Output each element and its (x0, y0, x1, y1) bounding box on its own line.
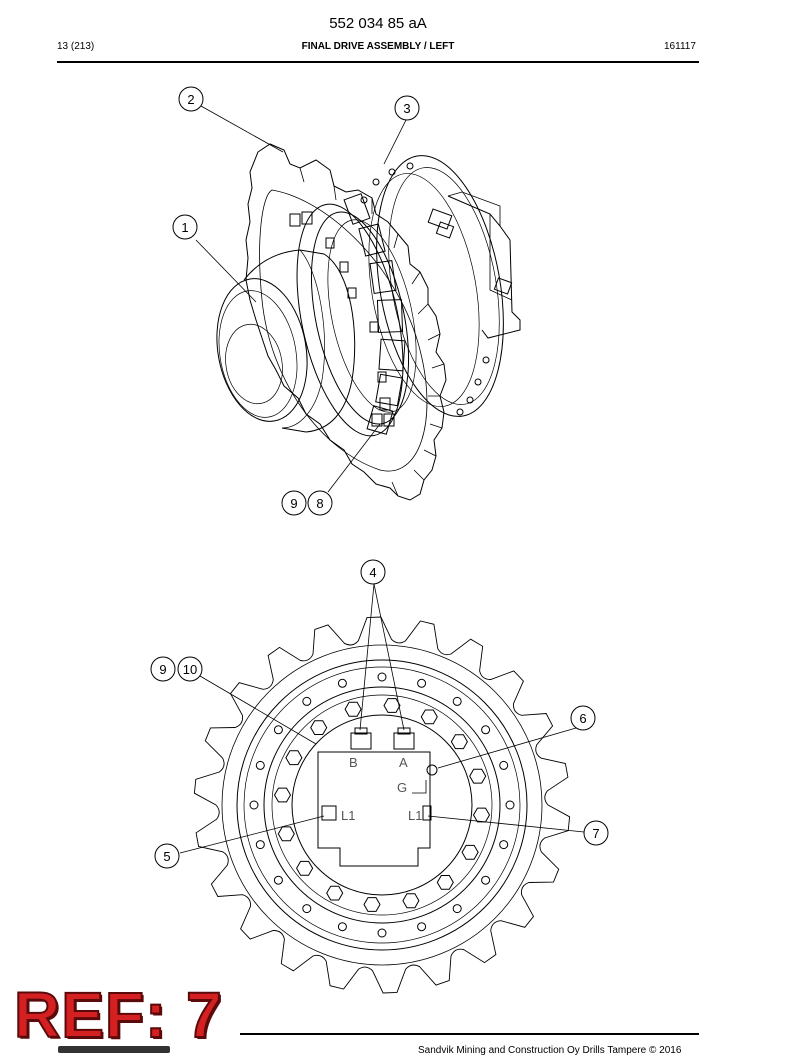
flange-hole (337, 922, 347, 932)
svg-text:9: 9 (159, 662, 166, 677)
callout-4: 4 (360, 559, 386, 585)
flange-hole (337, 678, 347, 688)
flange-ring (360, 155, 504, 417)
flange-hole (417, 678, 427, 688)
logo-strip (58, 1046, 170, 1053)
callout-7: 7 (583, 820, 609, 846)
hex-bolts (273, 698, 491, 912)
hex-bolt (472, 807, 491, 823)
end-cap (216, 249, 356, 433)
flange-hole (273, 725, 283, 735)
flange-hole (255, 760, 265, 770)
flange-hole (377, 672, 387, 682)
hex-bolt (310, 720, 328, 735)
hex-bolt (326, 885, 344, 901)
hex-bolt (450, 734, 468, 750)
port-l1-right-label: L1 (408, 808, 422, 823)
callout-6: 6 (570, 705, 596, 731)
flange-hole (481, 725, 491, 735)
hex-bolt (402, 893, 420, 909)
hex-bolt (436, 875, 454, 890)
flange-hole (302, 904, 312, 914)
callout-9-top: 9 (281, 490, 307, 516)
callout-5: 5 (154, 843, 180, 869)
ref-label: REF: 7 (13, 979, 223, 1051)
top-callouts: 2 3 1 9 8 (172, 86, 420, 516)
flange-hole (505, 800, 515, 810)
hex-bolt (277, 826, 295, 842)
svg-text:2: 2 (187, 92, 194, 107)
svg-text:6: 6 (579, 711, 586, 726)
callout-9-bottom: 9 (150, 656, 176, 682)
hex-bolt (344, 701, 362, 717)
footer-divider (240, 1033, 699, 1035)
header-divider (57, 61, 699, 63)
top-callout-lines (195, 105, 407, 493)
hex-bolt (296, 860, 314, 876)
front-view (179, 583, 585, 994)
flange-hole (452, 904, 462, 914)
hex-bolt (461, 844, 479, 860)
port-l1-left-label: L1 (341, 808, 355, 823)
flange-hole (499, 760, 509, 770)
callout-2: 2 (178, 86, 204, 112)
sprocket (245, 143, 447, 501)
callout-8: 8 (307, 490, 333, 516)
flange-hole (273, 875, 283, 885)
hex-bolt (383, 698, 401, 713)
flange-hole (255, 840, 265, 850)
flange-holes (249, 672, 515, 938)
svg-text:3: 3 (403, 101, 410, 116)
date-code: 161117 (664, 41, 696, 52)
valve-block (317, 727, 438, 867)
svg-text:4: 4 (369, 565, 376, 580)
svg-text:7: 7 (592, 826, 599, 841)
svg-text:8: 8 (316, 496, 323, 511)
port-labels: B A G L1 L1 (341, 755, 422, 823)
flange-hole (481, 875, 491, 885)
hex-bolt (273, 787, 292, 803)
bottom-callout-lines (179, 583, 585, 854)
svg-text:5: 5 (163, 849, 170, 864)
sprocket-teeth (193, 616, 571, 994)
isometric-view (195, 105, 521, 501)
page-number: 13 (213) (57, 41, 95, 52)
flange-hole (249, 800, 259, 810)
page-title: FINAL DRIVE ASSEMBLY / LEFT (301, 41, 455, 52)
flange-hole (417, 922, 427, 932)
svg-text:1: 1 (181, 220, 188, 235)
hex-bolt (469, 768, 487, 784)
callout-1: 1 (172, 214, 198, 240)
flange-hole (377, 928, 387, 938)
hex-bolt (285, 750, 303, 766)
port-a-label: A (399, 755, 408, 770)
bottom-callouts: 4 9 10 6 5 7 (150, 559, 609, 869)
copyright-text: Sandvik Mining and Construction Oy Drill… (418, 1045, 682, 1056)
hex-bolt (420, 709, 438, 725)
document-number: 552 034 85 aA (329, 15, 427, 32)
port-b-label: B (349, 755, 358, 770)
flange-hole (499, 840, 509, 850)
flange-hole (452, 696, 462, 706)
hex-bolt (363, 897, 381, 912)
callout-10: 10 (177, 656, 203, 682)
svg-text:10: 10 (183, 662, 197, 677)
motor-block (427, 191, 521, 339)
svg-text:9: 9 (290, 496, 297, 511)
port-g-label: G (397, 780, 407, 795)
callout-3: 3 (394, 95, 420, 121)
flange-hole (302, 696, 312, 706)
